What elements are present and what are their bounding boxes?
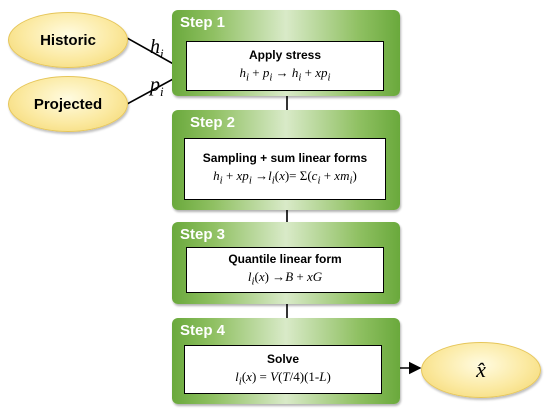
step-3-box: Quantile linear form li(x) →B + xG — [186, 247, 384, 293]
step-1-box: Apply stress hi + pi → hi + xpi — [186, 41, 384, 91]
step-4-label: Step 4 — [180, 322, 226, 339]
step-4-box: Solve li(x) = V(T/4)(1-L) — [184, 345, 382, 394]
step-3-formula: li(x) →B + xG — [247, 269, 323, 288]
step-1-label: Step 1 — [180, 14, 226, 31]
output-ellipse: x̂ — [421, 342, 541, 398]
step-3-title: Quantile linear form — [228, 252, 342, 267]
projected-ellipse: Projected — [8, 76, 128, 132]
step-1-title: Apply stress — [248, 48, 322, 63]
step-4-title: Solve — [266, 351, 299, 366]
p-i-label: pi — [150, 74, 164, 99]
step-2-title: Sampling + sum linear forms — [202, 151, 368, 166]
step-2-box: Sampling + sum linear forms hi + xpi →li… — [184, 138, 386, 200]
step-2-label: Step 2 — [190, 114, 236, 131]
step-3-label: Step 3 — [180, 226, 226, 243]
projected-label: Projected — [33, 95, 103, 113]
step-1-formula: hi + pi → hi + xpi — [239, 65, 331, 84]
h-i-label: hi — [150, 36, 164, 61]
historic-ellipse: Historic — [8, 12, 128, 68]
x-hat-symbol: x̂ — [476, 357, 486, 382]
historic-label: Historic — [40, 31, 96, 49]
step-4-formula: li(x) = V(T/4)(1-L) — [235, 368, 331, 388]
step-2-formula: hi + xpi →li(x)= Σ(ci + xmi) — [213, 168, 357, 187]
